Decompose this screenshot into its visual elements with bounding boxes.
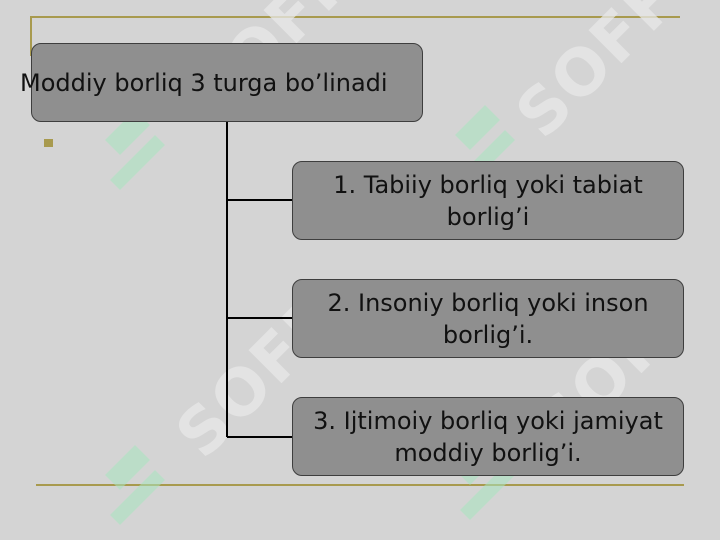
watermark-logo-icon <box>105 445 165 525</box>
child-node-2: 2. Insoniy borliq yoki inson borlig’i. <box>292 279 684 358</box>
root-node: Moddiy borliq 3 turga bo’linadi <box>20 43 423 122</box>
child-node-1: 1. Tabiiy borliq yoki tabiat borlig’i <box>292 161 684 240</box>
child-node-label: 1. Tabiiy borliq yoki tabiat borlig’i <box>333 170 643 231</box>
top-rule-vertical <box>30 16 32 56</box>
child-node-label: 3. Ijtimoiy borliq yoki jamiyat moddiy b… <box>313 406 663 467</box>
bullet-marker <box>44 139 53 147</box>
root-node-label: Moddiy borliq 3 turga bo’linadi <box>20 68 388 97</box>
child-node-3: 3. Ijtimoiy borliq yoki jamiyat moddiy b… <box>292 397 684 476</box>
watermark-logo-icon <box>105 110 165 190</box>
bottom-rule <box>36 484 684 486</box>
top-rule <box>30 16 680 18</box>
child-node-label: 2. Insoniy borliq yoki inson borlig’i. <box>327 288 649 349</box>
